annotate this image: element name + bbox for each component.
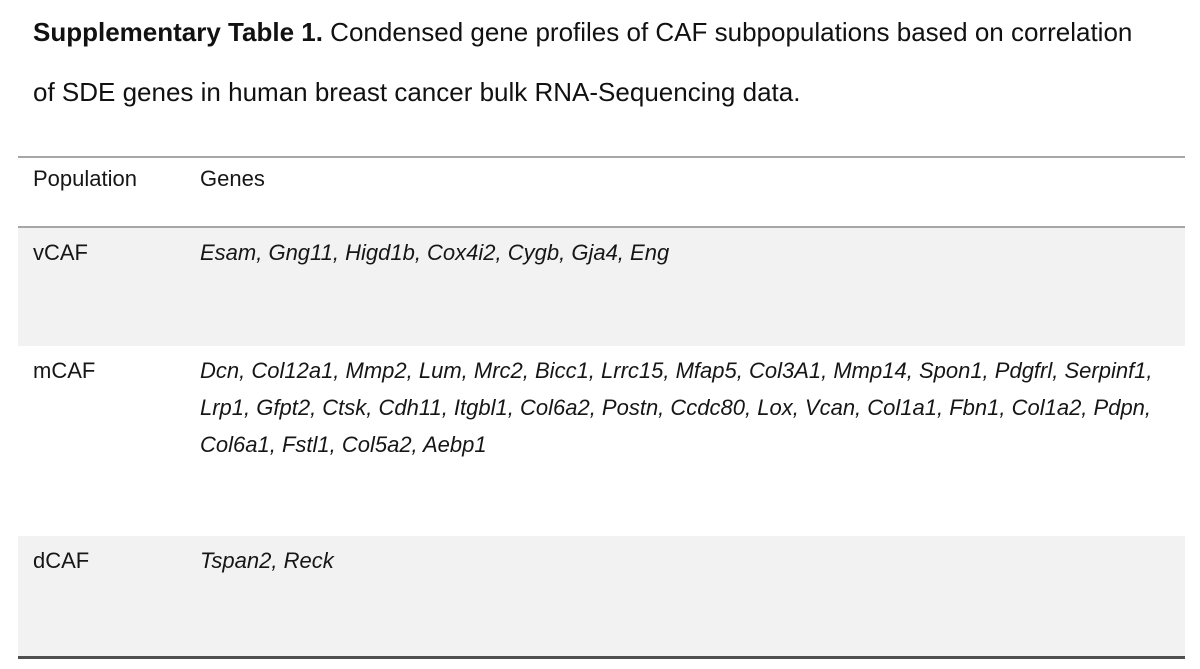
table-caption: Supplementary Table 1. Condensed gene pr… [33, 0, 1162, 122]
table-row-mcaf: mCAF Dcn, Col12a1, Mmp2, Lum, Mrc2, Bicc… [18, 346, 1185, 536]
column-header-genes: Genes [185, 156, 1185, 228]
column-header-population: Population [18, 156, 185, 228]
genes-cell: Dcn, Col12a1, Mmp2, Lum, Mrc2, Bicc1, Lr… [185, 346, 1185, 536]
table-row-dcaf: dCAF Tspan2, Reck [18, 536, 1185, 659]
table-row-vcaf: vCAF Esam, Gng11, Higd1b, Cox4i2, Cygb, … [18, 227, 1185, 346]
caption-text: Condensed gene profiles of CAF subpopula… [33, 17, 1133, 107]
genes-cell: Tspan2, Reck [185, 536, 1185, 659]
gene-profile-table: Population Genes vCAF Esam, Gng11, Higd1… [18, 156, 1185, 659]
population-cell: vCAF [18, 227, 185, 346]
genes-cell: Esam, Gng11, Higd1b, Cox4i2, Cygb, Gja4,… [185, 227, 1185, 346]
table-header-row: Population Genes [18, 156, 1185, 228]
caption-label: Supplementary Table 1. [33, 17, 323, 47]
population-cell: mCAF [18, 346, 185, 536]
population-cell: dCAF [18, 536, 185, 659]
